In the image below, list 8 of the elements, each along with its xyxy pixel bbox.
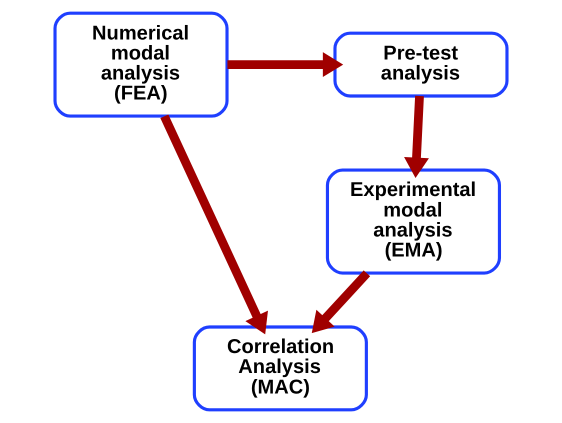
- arrow: [160, 114, 268, 334]
- node-box: Pre-test analysis: [333, 32, 509, 98]
- arrow: [312, 270, 370, 334]
- arrow: [404, 96, 429, 178]
- arrow: [227, 52, 344, 78]
- node-box: Numerical modal analysis (FEA): [53, 12, 229, 118]
- node-box: Correlation Analysis (MAC): [192, 325, 368, 412]
- node-box: Experimental modal analysis (EMA): [326, 168, 502, 275]
